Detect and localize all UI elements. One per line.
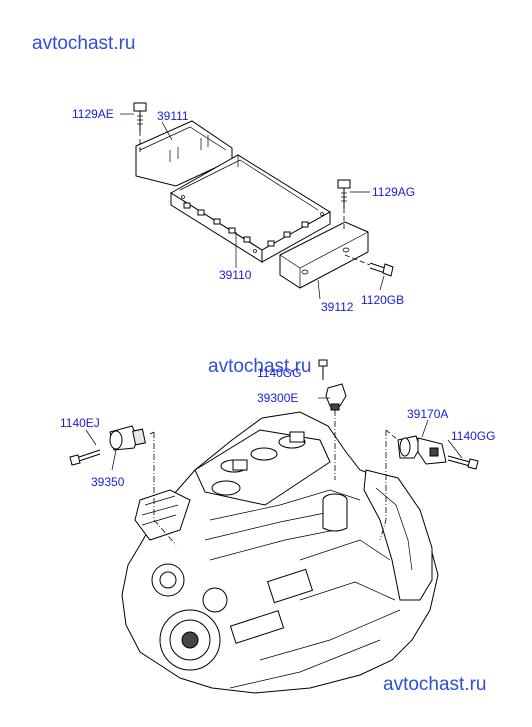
sensor-39350	[69, 425, 177, 546]
bolt-1129AE	[133, 102, 147, 152]
watermark-top: avtochast.ru	[32, 33, 136, 54]
sensor-39300E	[318, 359, 347, 480]
bolt-1129AG	[337, 179, 351, 232]
ecu-assembly	[120, 102, 394, 300]
label-39350[interactable]: 39350	[91, 475, 125, 489]
label-1140GG-top[interactable]: 1140GG	[257, 366, 302, 380]
watermark-middle: avtochast.ru	[208, 356, 312, 377]
label-39300E[interactable]: 39300E	[257, 391, 299, 405]
engine-block	[121, 411, 439, 694]
label-1120GB[interactable]: 1120GB	[361, 293, 405, 307]
engine-assembly	[69, 359, 479, 694]
label-39112[interactable]: 39112	[321, 300, 354, 314]
label-39110[interactable]: 39110	[219, 268, 252, 282]
watermark-bottom: avtochast.ru	[383, 674, 487, 695]
label-1129AE[interactable]: 1129AE	[72, 107, 114, 121]
label-1129AG[interactable]: 1129AG	[372, 185, 416, 199]
bracket-39112	[279, 221, 369, 289]
sensor-39170A	[379, 429, 479, 541]
label-39111[interactable]: 39111	[157, 109, 189, 123]
label-39170A[interactable]: 39170A	[407, 407, 449, 421]
ecu-39110	[170, 154, 331, 263]
label-1140GG-right[interactable]: 1140GG	[451, 429, 496, 443]
label-1140EJ[interactable]: 1140EJ	[60, 416, 100, 430]
bolt-1120GB	[344, 254, 394, 277]
